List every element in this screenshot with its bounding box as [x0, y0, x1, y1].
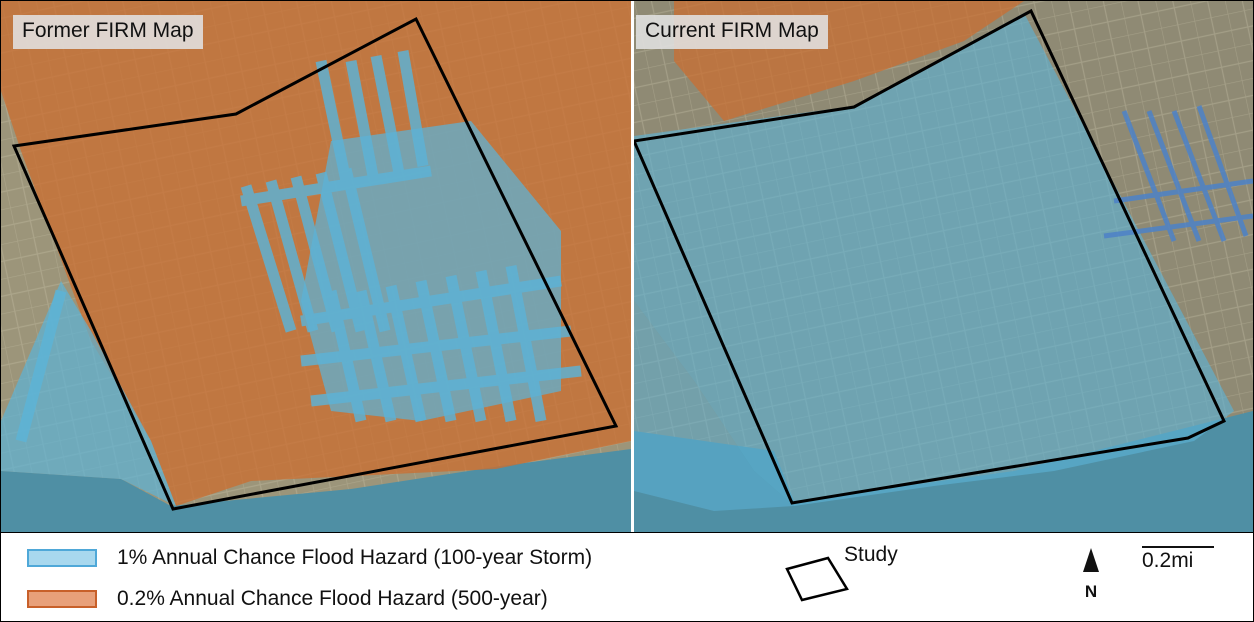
flood-zone-100-year — [634, 13, 1234, 506]
north-arrow: N — [1080, 546, 1102, 612]
panel-title-former: Former FIRM Map — [13, 15, 203, 49]
map-legend: 1% Annual Chance Flood Hazard (100-year … — [1, 532, 1253, 621]
north-arrow-icon — [1083, 548, 1099, 572]
coastal-flood-zone-100-year — [634, 301, 794, 511]
legend-label-100-year: 1% Annual Chance Flood Hazard (100-year … — [117, 546, 593, 569]
legend-label-500-year: 0.2% Annual Chance Flood Hazard (500-yea… — [117, 587, 548, 610]
current-firm-map-panel: Current FIRM Map — [634, 1, 1253, 532]
scale-bar-line — [1142, 546, 1214, 548]
current-firm-map — [634, 1, 1253, 532]
coastal-flood-zone-100-year — [1, 281, 176, 506]
study-area-outline — [11, 16, 619, 511]
former-firm-map-panel: Former FIRM Map — [1, 1, 631, 532]
panel-title-current: Current FIRM Map — [636, 15, 828, 49]
legend-item-500-year: 0.2% Annual Chance Flood Hazard (500-yea… — [27, 586, 548, 612]
north-label: N — [1084, 582, 1098, 601]
study-area-outline — [634, 8, 1226, 505]
study-area-icon — [785, 556, 849, 602]
legend-swatch-500-year — [27, 590, 97, 608]
legend-swatch-100-year — [27, 549, 97, 567]
former-firm-map — [1, 1, 631, 532]
scale-bar: 0.2mi — [1142, 539, 1218, 579]
water-body — [1, 449, 631, 532]
legend-item-100-year: 1% Annual Chance Flood Hazard (100-year … — [27, 545, 592, 571]
panel-divider — [631, 1, 634, 532]
flood-zone-100-year-canals — [1103, 105, 1253, 242]
legend-label-study: Study — [844, 543, 898, 566]
scale-bar-label: 0.2mi — [1142, 549, 1194, 572]
